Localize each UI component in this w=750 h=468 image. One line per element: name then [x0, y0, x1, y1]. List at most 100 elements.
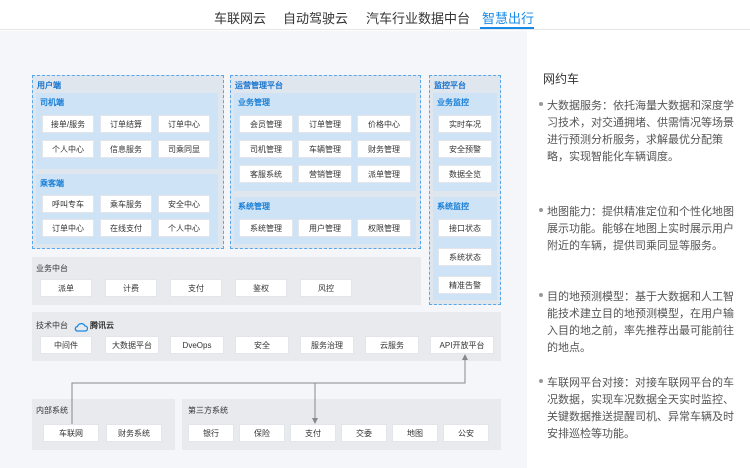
panel-title: 网约车 — [543, 72, 580, 86]
connector-arrows — [71, 354, 468, 424]
passenger-end-group: 乘客端 呼叫专车 乘车服务 安全中心 订单中心 在线支付 个人中心 — [36, 174, 218, 244]
section-title: 内部系统 — [36, 406, 68, 415]
diagram-node[interactable]: 呼叫专车 — [42, 195, 94, 213]
bullet-text: 车联网平台对接：对接车联网平台的车况数据，实现车况数据全天实时监控、关键数据推送… — [547, 377, 734, 440]
diagram-node[interactable]: 银行 — [188, 424, 234, 442]
section-title: 运营管理平台 — [235, 81, 283, 90]
monitor-platform-section: 监控平台 业务监控 实时车况 安全预警 数据全览 系统监控 接口状态 系统状态 … — [429, 75, 501, 305]
diagram-node[interactable]: 财务管理 — [357, 140, 411, 158]
bullet-dot-icon — [539, 208, 543, 212]
bullet-dot-icon — [539, 379, 543, 383]
diagram-node[interactable]: 地图 — [392, 424, 438, 442]
diagram-node[interactable]: 大数据平台 — [105, 336, 159, 354]
section-title: 技术中台 — [36, 321, 68, 330]
diagram-node[interactable]: 风控 — [300, 279, 352, 297]
bullet-item: 车联网平台对接：对接车联网平台的车况数据，实现车况数据全天实时监控、关键数据推送… — [535, 375, 745, 467]
architecture-diagram: 用户端 司机端 接单/服务 订单结算 订单中心 个人中心 信息服务 司乘同显 乘… — [0, 31, 527, 468]
diagram-node[interactable]: 司机管理 — [239, 140, 293, 158]
diagram-node[interactable]: 财务系统 — [106, 424, 162, 442]
diagram-node[interactable]: 交委 — [341, 424, 387, 442]
diagram-node[interactable]: 计费 — [105, 279, 157, 297]
bullet-text: 大数据服务：依托海量大数据和深度学习技术，对交通拥堵、供需情况等场景进行预测分析… — [547, 100, 734, 163]
diagram-node[interactable]: 订单管理 — [298, 115, 352, 133]
tab-smart-mobility[interactable]: 智慧出行 — [482, 11, 535, 26]
cloud-icon — [74, 319, 89, 332]
bullet-dot-icon — [539, 293, 543, 297]
diagram-node[interactable]: 支付 — [290, 424, 336, 442]
group-title: 乘客端 — [40, 179, 64, 188]
diagram-node[interactable]: 保险 — [239, 424, 285, 442]
group-title: 业务监控 — [437, 98, 469, 107]
diagram-node[interactable]: 安全预警 — [438, 140, 492, 158]
diagram-node[interactable]: 信息服务 — [100, 140, 152, 158]
diagram-node[interactable]: 客服系统 — [239, 165, 293, 183]
bullet-text: 地图能力：提供精准定位和个性化地图展示功能。能够在地图上实时展示用户附近的车辆，… — [547, 206, 734, 252]
bottom-fade — [535, 440, 750, 468]
bullet-dot-icon — [539, 102, 543, 106]
diagram-node[interactable]: 营销管理 — [298, 165, 352, 183]
diagram-node[interactable]: 服务治理 — [300, 336, 354, 354]
diagram-node[interactable]: 司乘同显 — [158, 140, 210, 158]
system-management-group: 系统管理 系统管理 用户管理 权限管理 — [234, 197, 416, 244]
diagram-node[interactable]: 实时车况 — [438, 115, 492, 133]
diagram-node[interactable]: 精准告警 — [438, 276, 492, 294]
diagram-node[interactable]: 系统状态 — [438, 248, 492, 266]
diagram-node[interactable]: 中间件 — [40, 336, 92, 354]
diagram-node[interactable]: 公安 — [443, 424, 489, 442]
business-management-group: 业务管理 会员管理 订单管理 价格中心 司机管理 车辆管理 财务管理 客服系统 … — [234, 93, 416, 191]
top-nav: 车联网云 自动驾驶云 汽车行业数据中台 智慧出行 — [0, 0, 750, 30]
internal-systems: 内部系统 车联网 财务系统 — [32, 399, 175, 450]
group-title: 业务管理 — [238, 98, 270, 107]
diagram-node[interactable]: 订单中心 — [42, 219, 94, 237]
diagram-node[interactable]: 在线支付 — [100, 219, 152, 237]
diagram-node[interactable]: 系统管理 — [239, 219, 293, 237]
bullet-text: 目的地预测模型：基于大数据和人工智能技术建立目的地预测模型，在用户输入目的地之前… — [547, 291, 734, 354]
bullet-item: 地图能力：提供精准定位和个性化地图展示功能。能够在地图上实时展示用户附近的车辆，… — [535, 204, 745, 279]
diagram-node[interactable]: 会员管理 — [239, 115, 293, 133]
diagram-node[interactable]: 车辆管理 — [298, 140, 352, 158]
diagram-node[interactable]: 派单管理 — [357, 165, 411, 183]
driver-end-group: 司机端 接单/服务 订单结算 订单中心 个人中心 信息服务 司乘同显 — [36, 93, 218, 169]
system-monitor-group: 系统监控 接口状态 系统状态 精准告警 — [433, 197, 497, 300]
business-monitor-group: 业务监控 实时车况 安全预警 数据全览 — [433, 93, 497, 191]
diagram-node[interactable]: 订单结算 — [100, 115, 152, 133]
diagram-node[interactable]: 接口状态 — [438, 219, 492, 237]
diagram-node[interactable]: 云服务 — [365, 336, 419, 354]
group-title: 司机端 — [40, 98, 64, 107]
active-tab-indicator — [480, 27, 534, 29]
bullet-item: 大数据服务：依托海量大数据和深度学习技术，对交通拥堵、供需情况等场景进行预测分析… — [535, 98, 745, 190]
diagram-node[interactable]: 安全中心 — [158, 195, 210, 213]
diagram-node[interactable]: 车联网 — [43, 424, 99, 442]
third-party-systems: 第三方系统 银行 保险 支付 交委 地图 公安 — [182, 399, 501, 450]
tab-iov-cloud[interactable]: 车联网云 — [214, 11, 267, 26]
section-title: 用户端 — [37, 81, 61, 90]
diagram-node[interactable]: 安全 — [235, 336, 289, 354]
diagram-node[interactable]: 价格中心 — [357, 115, 411, 133]
diagram-node[interactable]: 派单 — [40, 279, 92, 297]
diagram-node[interactable]: 乘车服务 — [100, 195, 152, 213]
diagram-node[interactable]: 权限管理 — [357, 219, 411, 237]
diagram-node[interactable]: 鉴权 — [235, 279, 287, 297]
diagram-node[interactable]: 接单/服务 — [42, 115, 94, 133]
diagram-node[interactable]: 个人中心 — [158, 219, 210, 237]
section-title: 第三方系统 — [188, 406, 228, 415]
diagram-node[interactable]: 订单中心 — [158, 115, 210, 133]
section-title: 业务中台 — [36, 264, 68, 273]
api-flow-arrow — [71, 354, 468, 424]
diagram-node[interactable]: 支付 — [170, 279, 222, 297]
business-middle-platform: 业务中台 派单 计费 支付 鉴权 风控 — [32, 257, 421, 305]
ops-platform-section: 运营管理平台 业务管理 会员管理 订单管理 价格中心 司机管理 车辆管理 财务管… — [230, 75, 421, 249]
group-title: 系统监控 — [437, 202, 469, 211]
diagram-node[interactable]: DveOps — [170, 336, 224, 354]
diagram-node[interactable]: API开放平台 — [430, 336, 494, 354]
diagram-node[interactable]: 数据全览 — [438, 165, 492, 183]
diagram-node[interactable]: 个人中心 — [42, 140, 94, 158]
tencent-cloud-brand: 腾讯云 — [90, 321, 114, 330]
tab-autonomous-cloud[interactable]: 自动驾驶云 — [283, 11, 349, 26]
tech-middle-platform: 技术中台 腾讯云 中间件 大数据平台 DveOps 安全 服务治理 云服务 AP… — [32, 312, 501, 361]
tab-auto-data-platform[interactable]: 汽车行业数据中台 — [366, 11, 471, 26]
bullet-item: 目的地预测模型：基于大数据和人工智能技术建立目的地预测模型，在用户输入目的地之前… — [535, 289, 745, 364]
section-title: 监控平台 — [434, 81, 466, 90]
group-title: 系统管理 — [238, 202, 270, 211]
diagram-node[interactable]: 用户管理 — [298, 219, 352, 237]
